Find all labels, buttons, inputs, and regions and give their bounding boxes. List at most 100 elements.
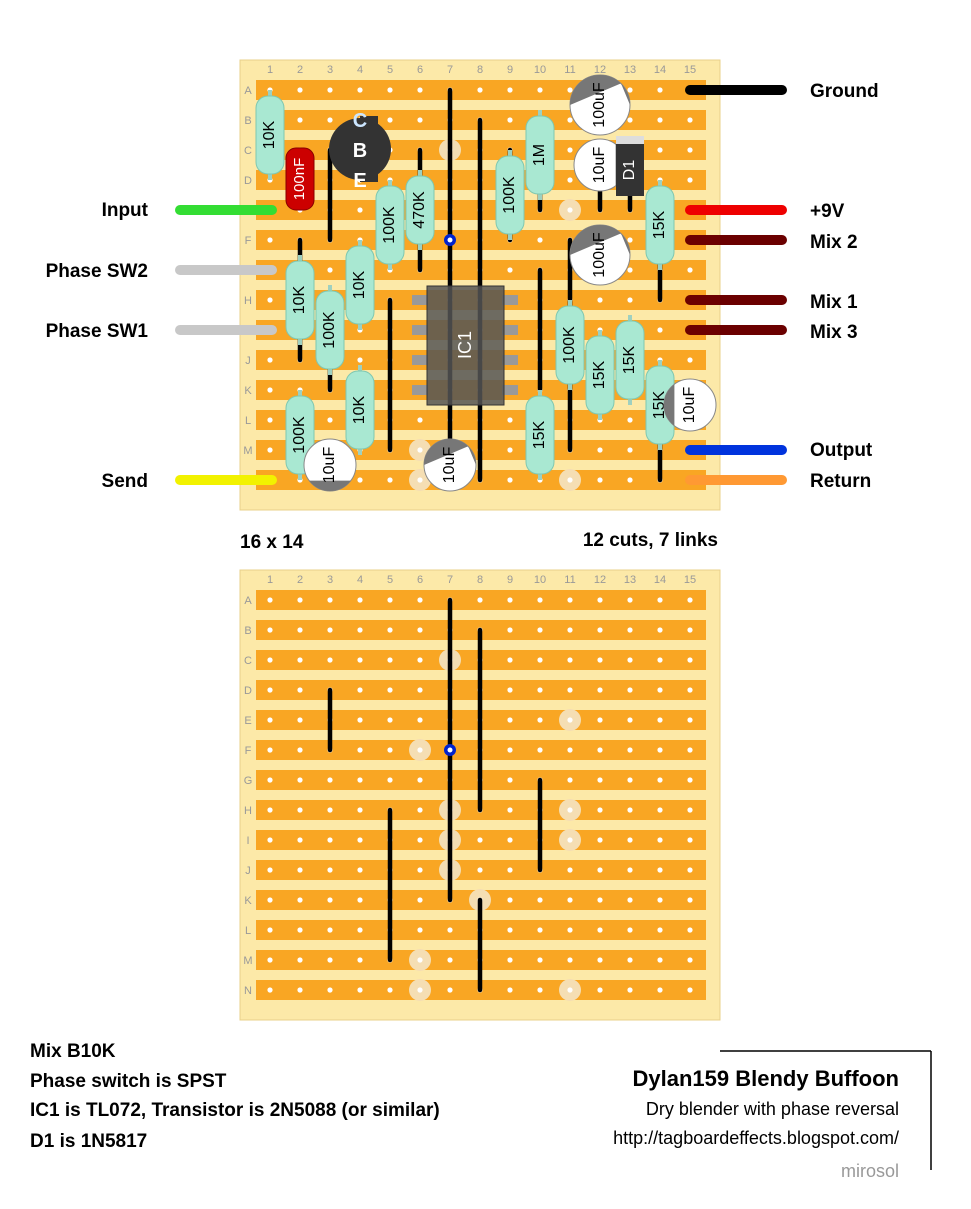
strip-hole [297, 987, 303, 993]
strip-hole [657, 87, 663, 93]
strip-hole [387, 747, 393, 753]
strip-hole [597, 747, 603, 753]
strip-hole [597, 987, 603, 993]
row-label: M [243, 955, 252, 967]
strip-hole [357, 777, 363, 783]
resistor-body [645, 185, 675, 265]
strip-hole [387, 597, 393, 603]
strip-hole [417, 687, 423, 693]
strip-hole [657, 747, 663, 753]
row-label: L [245, 415, 251, 427]
bottom-links [327, 597, 543, 993]
track-cut-hole [417, 957, 423, 963]
column-label: 2 [297, 64, 303, 76]
resistor-value: 15K [531, 420, 548, 449]
strip-hole [687, 867, 693, 873]
strip-hole [297, 897, 303, 903]
electrolytic-capacitor: 10uF [663, 378, 717, 432]
resistor-value: 15K [651, 390, 668, 419]
column-label: 4 [357, 64, 363, 76]
strip-hole [687, 597, 693, 603]
strip-hole [657, 897, 663, 903]
film-capacitor: 100nF [285, 147, 315, 211]
resistor-value: 15K [621, 345, 638, 374]
strip-hole [507, 417, 513, 423]
strip-hole [657, 327, 663, 333]
strip-hole [687, 957, 693, 963]
strip-hole [687, 777, 693, 783]
column-label: 2 [297, 574, 303, 586]
info-author: mirosol [840, 1161, 899, 1181]
strip-hole [327, 627, 333, 633]
diode-label: D1 [621, 160, 638, 181]
strip-hole [627, 417, 633, 423]
resistor-value: 100K [501, 176, 518, 214]
strip-hole [417, 627, 423, 633]
wire-label-output: Output [810, 440, 873, 461]
diode-body [616, 136, 644, 196]
strip-hole [297, 867, 303, 873]
strip-hole [657, 657, 663, 663]
row-label: I [246, 835, 249, 847]
track-cut-hole [567, 807, 573, 813]
strip-hole [417, 417, 423, 423]
strip-hole [507, 837, 513, 843]
ic-pin [502, 295, 518, 305]
cap-value: 100uF [591, 82, 608, 128]
strip-hole [597, 777, 603, 783]
strip-hole [657, 627, 663, 633]
board-size-label: 16 x 14 [240, 532, 304, 553]
strip-hole [297, 957, 303, 963]
strip-hole [327, 837, 333, 843]
strip-hole [567, 87, 573, 93]
strip-hole [687, 117, 693, 123]
strip-hole [657, 927, 663, 933]
strip-hole [507, 447, 513, 453]
row-label: A [244, 595, 252, 607]
strip-hole [657, 957, 663, 963]
resistor: 15K [585, 330, 615, 420]
track-cut-hole [567, 987, 573, 993]
strip-hole [597, 447, 603, 453]
column-label: 9 [507, 574, 513, 586]
strip-hole [597, 597, 603, 603]
strip-hole [507, 687, 513, 693]
wire-label-send: Send [102, 471, 148, 492]
strip-hole [267, 897, 273, 903]
column-label: 10 [534, 574, 546, 586]
strip-hole [357, 477, 363, 483]
ic-pin [412, 325, 428, 335]
strip-hole [357, 657, 363, 663]
strip-hole [297, 717, 303, 723]
strip-hole [297, 657, 303, 663]
offboard-wires [175, 85, 787, 485]
resistor-body [345, 370, 375, 450]
ic-pin [502, 325, 518, 335]
resistor: 15K [615, 315, 645, 405]
strip-hole [417, 867, 423, 873]
strip-hole [327, 927, 333, 933]
strip-hole [417, 87, 423, 93]
strip-hole [507, 117, 513, 123]
resistor-value: 100K [381, 206, 398, 244]
strip-hole [567, 597, 573, 603]
cuts-links-label: 12 cuts, 7 links [583, 530, 718, 551]
wire-label-mix1: Mix 1 [810, 292, 858, 313]
strip-hole [597, 297, 603, 303]
cap-value: 10uF [681, 387, 698, 424]
strip-hole [567, 627, 573, 633]
ic: IC1 [412, 285, 518, 406]
info-url[interactable]: http://tagboardeffects.blogspot.com/ [613, 1128, 899, 1148]
resistor-value: 100K [561, 326, 578, 364]
note-mix: Mix B10K [30, 1041, 116, 1062]
strip-hole [327, 867, 333, 873]
strip-hole [477, 837, 483, 843]
strip-hole [357, 807, 363, 813]
strip-hole [297, 837, 303, 843]
column-label: 6 [417, 574, 423, 586]
strip-hole [687, 267, 693, 273]
strip-hole [627, 777, 633, 783]
strip-hole [537, 687, 543, 693]
ic-label: IC1 [455, 331, 475, 359]
column-label: 9 [507, 64, 513, 76]
